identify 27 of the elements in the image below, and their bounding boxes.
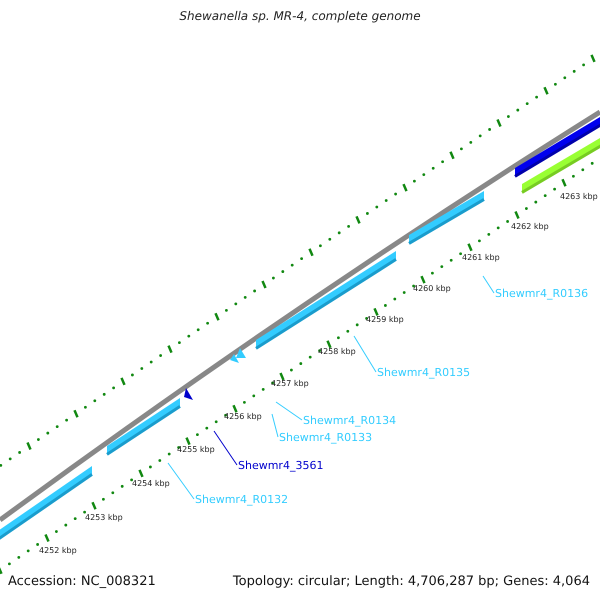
scale-label: 4260 kbp — [413, 285, 451, 293]
gene-label: Shewmr4_R0132 — [195, 494, 288, 505]
gene-label: Shewmr4_R0136 — [495, 288, 588, 299]
scale-label: 4261 kbp — [462, 254, 500, 262]
accession-text: Accession: NC_008321 — [8, 575, 156, 588]
scale-label: 4255 kbp — [177, 446, 215, 454]
genome-info-text: Topology: circular; Length: 4,706,287 bp; Genes: 4,064 — [232, 575, 590, 588]
scale-label: 4256 kbp — [224, 413, 262, 421]
scale-label: 4263 kbp — [560, 193, 598, 201]
scale-label: 4258 kbp — [318, 348, 356, 356]
scale-label: 4257 kbp — [271, 380, 309, 388]
gene-label: Shewmr4_3561 — [238, 460, 324, 471]
scale-label: 4259 kbp — [366, 316, 404, 324]
leader-line — [276, 402, 302, 420]
scale-label: 4253 kbp — [85, 514, 123, 522]
leader-line — [272, 414, 278, 438]
gene-label: Shewmr4_R0135 — [377, 367, 470, 378]
gene-label: Shewmr4_R0134 — [303, 415, 396, 426]
gene-label: Shewmr4_R0133 — [279, 432, 372, 443]
leader-line — [168, 462, 194, 500]
title: Shewanella sp. MR-4, complete genome — [178, 10, 422, 22]
scale-label: 4262 kbp — [511, 223, 549, 231]
scale-label: 4254 kbp — [132, 480, 170, 488]
scale-label: 4252 kbp — [39, 547, 77, 555]
leader-line — [214, 430, 238, 466]
leader-line — [354, 336, 376, 372]
leader-line — [482, 276, 494, 294]
